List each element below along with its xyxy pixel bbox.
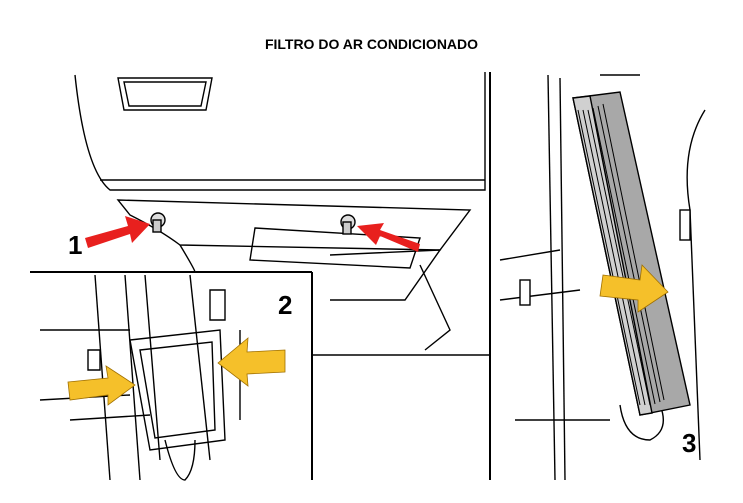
callout-3: 3 [682, 428, 697, 458]
yellow-arrow-icon [67, 365, 136, 406]
callout-1: 1 [68, 230, 83, 260]
red-arrow-icon [357, 223, 420, 252]
filter-drawing [499, 74, 706, 481]
diagram-title: FILTRO DO AR CONDICIONADO [264, 36, 479, 52]
yellow-arrow-icon [599, 264, 669, 313]
callout-2: 2 [278, 290, 293, 320]
glovebox-drawing [74, 72, 486, 351]
clip-drawing [39, 274, 241, 481]
yellow-arrow-icon [217, 337, 286, 387]
red-arrow-icon [85, 216, 150, 248]
